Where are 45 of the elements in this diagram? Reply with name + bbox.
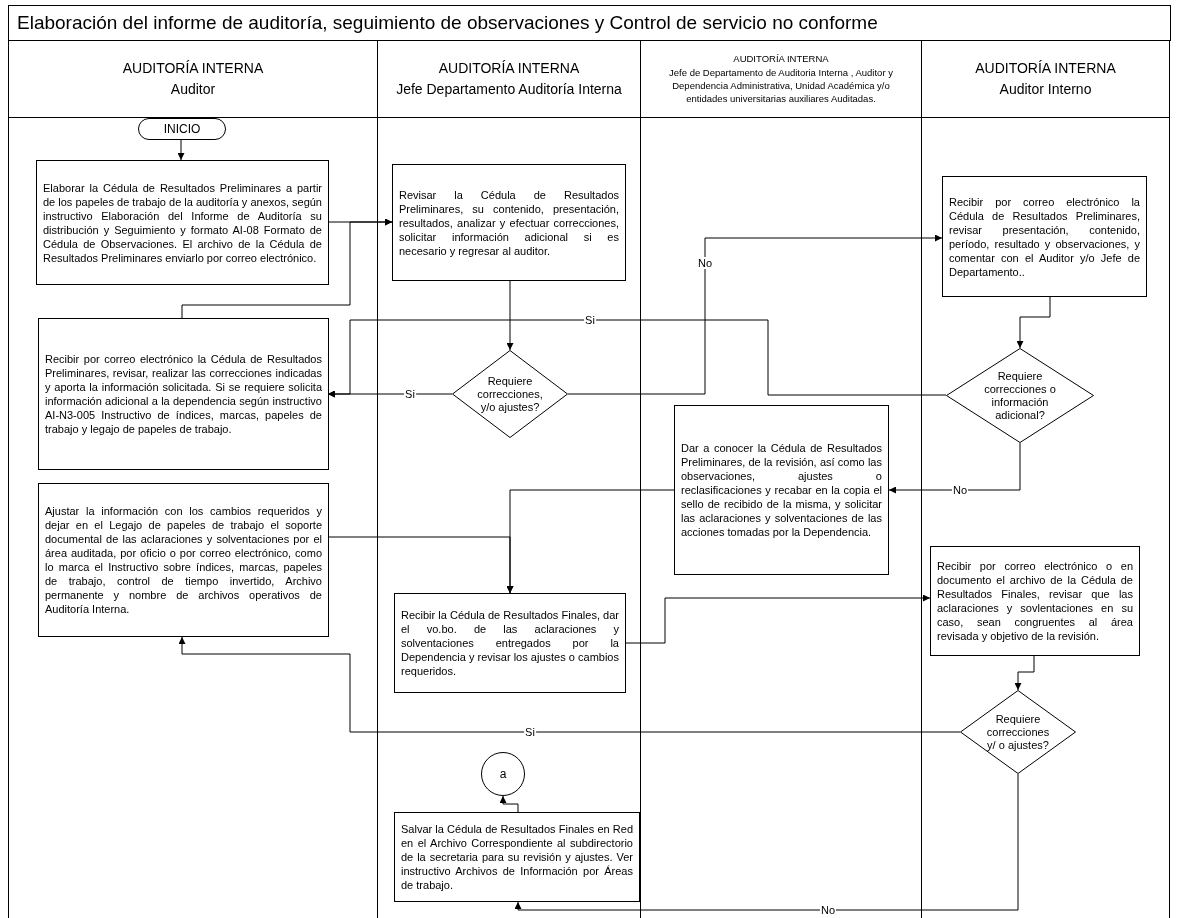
lane-heading: AUDITORÍA INTERNA [975, 58, 1116, 78]
decision-text: Requiere correcciones o información adicional? [983, 369, 1057, 422]
process-box: Dar a conocer la Cédula de Resultados Preliminares, de la revisión, así como las observaciones, ajustes o reclasificaciones y recabar en la copia el sello de recibido de la misma, y solicitar las aclaraciones y solventaciones de las acciones tomadas por la Dependencia. [674, 405, 889, 575]
process-box: Recibir por correo electrónico la Cédula de Resultados Preliminares, revisar presentación, contenido, período, resultado y observaciones, y comentar con el Auditor y/o Jefe de Departamento.. [942, 176, 1147, 297]
flow-arrow [178, 636, 961, 733]
process-box: Recibir la Cédula de Resultados Finales, dar el vo.bo. de las aclaraciones y solventaciones entregados por la Dependencia y revisar los ajustes o cambios requeridos. [394, 593, 626, 693]
edge-label: Si [584, 314, 596, 326]
edge-label: No [819, 904, 837, 916]
process-box: Recibir por correo electrónico o en documento el archivo de la Cédula de Resultados Finales, revisar que las aclaraciones y sovlentaciones en su caso, sean congruentes al área revisada y objetivo de la revisión. [930, 546, 1140, 656]
edge-label: No [951, 484, 969, 496]
swimlane [378, 40, 641, 918]
diagram-title: Elaboración del informe de auditoría, seguimiento de observaciones y Control de servicio no conforme [8, 5, 1171, 41]
lane-heading: AUDITORÍA INTERNA [438, 58, 580, 78]
flow-arrow [327, 536, 514, 594]
start-terminal: INICIO [138, 118, 226, 140]
process-box: Revisar la Cédula de Resultados Preliminares, su contenido, presentación, resultados, analizar y efectuar correcciones, solicitar información adicional si es necesario y regresar al auditor. [392, 164, 626, 281]
swimlane [641, 40, 922, 918]
flow-arrow [514, 773, 1019, 911]
process-box: Elaborar la Cédula de Resultados Preliminares a partir de los papeles de trabajo de la auditoría y anexos, según instructivo Elaboración del Informe de Auditoría su distribución y Seguimiento y formato AI-08 Formato de Cédula de Observaciones. El archivo de la Cédula de Resultados Preliminares enviarlo por correo electrónico. [36, 160, 329, 285]
flow-arrow [625, 594, 931, 644]
lane-subheading: Jefe Departamento Auditoría Interna [396, 79, 622, 99]
swimlane [922, 40, 1170, 918]
flow-arrow [888, 442, 1021, 494]
swimlane [8, 40, 378, 918]
flow-arrow [327, 319, 947, 398]
flow-arrow [1016, 296, 1051, 349]
decision-text: Requiere correcciones y/ o ajustes? [985, 712, 1051, 752]
flow-arrow [499, 795, 519, 813]
flow-arrow [181, 218, 393, 319]
flow-arrow [177, 139, 185, 161]
process-box: Recibir por correo electrónico la Cédula de Resultados Preliminares, revisar, realizar las correcciones indicadas y aporta la información solicitada. Si se requiere solicita información adicional a la dependencia según instructivo AI-N3-005 Instructivo de índices, marcas, papeles de trabajo y legajo de papeles de trabajo. [38, 318, 329, 470]
lane-heading: AUDITORÍA INTERNA [733, 51, 829, 66]
lane-subheading: Auditor [170, 79, 216, 99]
edge-label: Si [524, 726, 536, 738]
process-box: Salvar la Cédula de Resultados Finales en Red en el Archivo Correspondiente al subdirectorio de la secretaria para su revisión y ajustes. Ver instructivo Archivos de Información por Áreas de trabajo. [394, 812, 640, 902]
edge-label: Si [404, 388, 416, 400]
flow-arrow [1014, 655, 1035, 691]
edge-label: No [696, 257, 714, 269]
lane-subheading: Jefe de Departamento de Auditoria Interna , Auditor y Dependencia Administrativa, Unidad Académica y/o entidades universitarias auxiliares Auditadas. [668, 66, 894, 106]
lane-heading: AUDITORÍA INTERNA [122, 58, 264, 78]
lane-subheading: Auditor Interno [999, 79, 1092, 99]
decision-text: Requiere correcciones, y/o ajustes? [476, 374, 544, 414]
process-box: Ajustar la información con los cambios requeridos y dejar en el Legajo de papeles de trabajo el soporte documental de las aclaraciones y solventaciones por el área auditada, por oficio o por correo electrónico, como lo marca el Instructivo sobre índices, marcas, papeles de trabajo, control de tiempo invertido, Archivo permanente y nombre de archivos operativos de Auditoría Interna. [38, 483, 329, 637]
flow-arrow [567, 234, 943, 395]
flow-arrow [506, 280, 514, 351]
